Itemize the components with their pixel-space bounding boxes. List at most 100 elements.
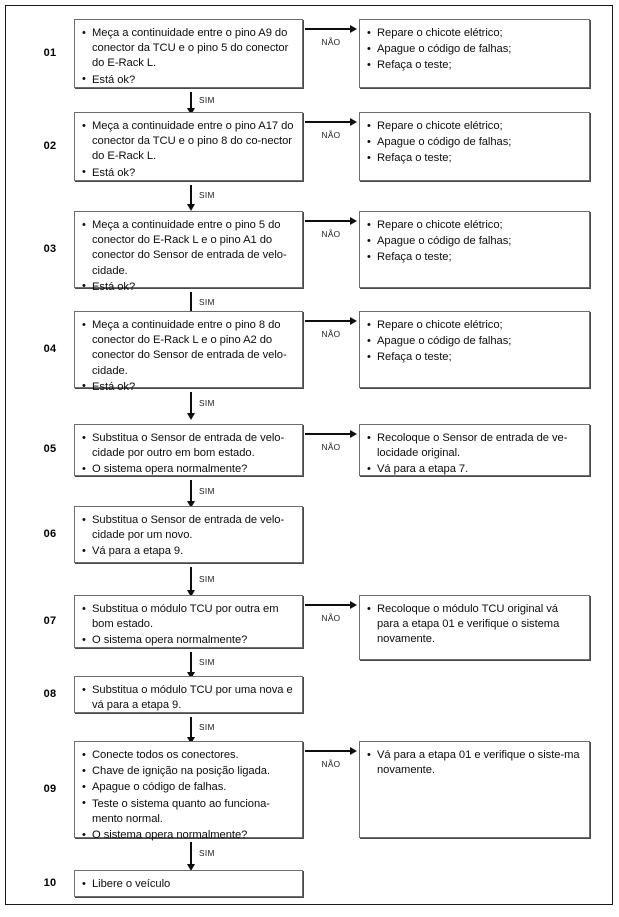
yes-label: SIM	[199, 485, 215, 496]
arrowhead-right-icon	[350, 429, 357, 438]
bullet-item: Repare o chicote elétrico;	[367, 317, 582, 333]
bullet-item: Está ok?	[82, 379, 295, 395]
arrowhead-down-icon	[186, 590, 195, 597]
bullet-item: Apague o código de falhas;	[367, 234, 582, 249]
bullet-list: Meça a continuidade entre o pino A17 do …	[82, 119, 295, 181]
bullet-list: Substitua o Sensor de entrada de velo-ci…	[82, 512, 295, 560]
arrowhead-down-icon	[186, 501, 195, 508]
bullet-item: O sistema opera normalmente?	[82, 462, 295, 477]
step-number-01: 01	[43, 46, 57, 59]
step-number-10: 10	[43, 876, 57, 889]
bullet-list: Repare o chicote elétrico;Apague o códig…	[367, 217, 582, 266]
bullet-list: Repare o chicote elétrico;Apague o códig…	[367, 118, 582, 167]
yes-label: SIM	[199, 722, 215, 732]
bullet-item: Está ok?	[82, 165, 295, 181]
step-number-06: 06	[43, 527, 57, 540]
arrowhead-down-icon	[186, 204, 195, 211]
arrowhead-down-icon	[186, 864, 195, 871]
bullet-item: Refaça o teste;	[367, 58, 582, 73]
yes-label: SIM	[199, 397, 215, 408]
step-number-04: 04	[43, 342, 57, 355]
bullet-item: Substitua o Sensor de entrada de velo-ci…	[82, 512, 295, 543]
bullet-item: Vá para a etapa 01 e verifique o siste-m…	[367, 747, 582, 778]
bullet-list: Libere o veículo	[82, 876, 295, 892]
arrowhead-down-icon	[186, 413, 195, 420]
step-05-action-box: Substitua o Sensor de entrada de velo-ci…	[74, 424, 303, 478]
arrowhead-right-icon	[350, 316, 357, 325]
step-number-07: 07	[43, 614, 57, 627]
bullet-item: Meça a continuidade entre o pino A9 do c…	[82, 26, 295, 72]
step-02-no-result-box: Repare o chicote elétrico;Apague o códig…	[359, 112, 590, 181]
bullet-item: Apague o código de falhas;	[367, 135, 582, 150]
arrowhead-down-icon	[186, 737, 195, 744]
step-01-action-box: Meça a continuidade entre o pino A9 do c…	[74, 19, 303, 88]
step-number-03: 03	[43, 242, 57, 255]
step-01-no-result-box: Repare o chicote elétrico;Apague o códig…	[359, 19, 590, 88]
bullet-item: O sistema opera normalmente?	[82, 828, 295, 843]
bullet-item: Repare o chicote elétrico;	[367, 25, 582, 41]
step-09-action-box: Conecte todos os conectores.Chave de ign…	[74, 741, 303, 843]
bullet-list: Substitua o módulo TCU por outra em bom …	[82, 601, 295, 649]
arrow-line	[305, 121, 350, 124]
arrow-line	[190, 567, 193, 590]
no-label: NÃO	[321, 759, 341, 769]
step-10-action-box: Libere o veículo	[74, 870, 303, 897]
yes-label: SIM	[199, 848, 215, 858]
yes-label: SIM	[199, 189, 215, 200]
step-09-no-result-box: Vá para a etapa 01 e verifique o siste-m…	[359, 741, 590, 838]
step-03-no-result-box: Repare o chicote elétrico;Apague o códig…	[359, 211, 590, 288]
no-label: NÃO	[321, 37, 341, 47]
bullet-item: Vá para a etapa 9.	[82, 544, 295, 559]
arrow-line	[190, 92, 193, 108]
step-07-action-box: Substitua o módulo TCU por outra em bom …	[74, 595, 303, 648]
step-06-action-box: Substitua o Sensor de entrada de velo-ci…	[74, 506, 303, 563]
bullet-item: Teste o sistema quanto ao funciona-mento…	[82, 796, 295, 827]
step-07-no-result-box: Recoloque o módulo TCU original vá para …	[359, 595, 590, 660]
bullet-item: Refaça o teste;	[367, 151, 582, 166]
bullet-item: Meça a continuidade entre o pino 8 do co…	[82, 318, 295, 379]
arrowhead-down-icon	[186, 672, 195, 679]
arrow-line	[190, 480, 193, 501]
bullet-list: Meça a continuidade entre o pino 8 do co…	[82, 318, 295, 395]
bullet-item: Está ok?	[82, 72, 295, 88]
bullet-item: Apague o código de falhas;	[367, 42, 582, 57]
arrow-line	[305, 433, 350, 436]
arrowhead-right-icon	[350, 117, 357, 126]
step-number-05: 05	[43, 443, 57, 455]
arrow-line	[305, 320, 350, 323]
step-08-action-box: Substitua o módulo TCU por uma nova e vá…	[74, 676, 303, 713]
bullet-item: Substitua o módulo TCU por outra em bom …	[82, 601, 295, 632]
bullet-list: Vá para a etapa 01 e verifique o siste-m…	[367, 747, 582, 778]
yes-label: SIM	[199, 296, 215, 307]
bullet-item: Vá para a etapa 7.	[367, 462, 582, 477]
no-label: NÃO	[321, 130, 341, 140]
bullet-list: Repare o chicote elétrico;Apague o códig…	[367, 25, 582, 74]
arrow-line	[190, 292, 193, 311]
bullet-item: Conecte todos os conectores.	[82, 747, 295, 763]
step-05-no-result-box: Recoloque o Sensor de entrada de ve-loci…	[359, 424, 590, 477]
bullet-item: Repare o chicote elétrico;	[367, 217, 582, 233]
arrow-line	[190, 652, 193, 672]
arrowhead-right-icon	[350, 24, 357, 33]
bullet-item: Repare o chicote elétrico;	[367, 118, 582, 134]
bullet-item: Chave de ignição na posição ligada.	[82, 764, 295, 779]
bullet-item: Substitua o módulo TCU por uma nova e vá…	[82, 682, 295, 713]
bullet-list: Meça a continuidade entre o pino A9 do c…	[82, 26, 295, 88]
no-label: NÃO	[321, 613, 341, 623]
bullet-list: Substitua o Sensor de entrada de velo-ci…	[82, 430, 295, 478]
bullet-item: Refaça o teste;	[367, 250, 582, 265]
bullet-item: Refaça o teste;	[367, 350, 582, 365]
arrow-line	[190, 717, 193, 737]
bullet-item: O sistema opera normalmente?	[82, 633, 295, 648]
arrow-line	[305, 28, 350, 31]
bullet-list: Repare o chicote elétrico;Apague o códig…	[367, 317, 582, 366]
no-label: NÃO	[321, 329, 341, 339]
bullet-list: Recoloque o módulo TCU original vá para …	[367, 602, 582, 648]
bullet-item: Libere o veículo	[82, 876, 295, 892]
arrow-line	[190, 392, 193, 413]
no-label: NÃO	[321, 229, 341, 239]
arrowhead-down-icon	[186, 108, 195, 115]
bullet-item: Está ok?	[82, 279, 295, 295]
bullet-list: Conecte todos os conectores.Chave de ign…	[82, 747, 295, 843]
